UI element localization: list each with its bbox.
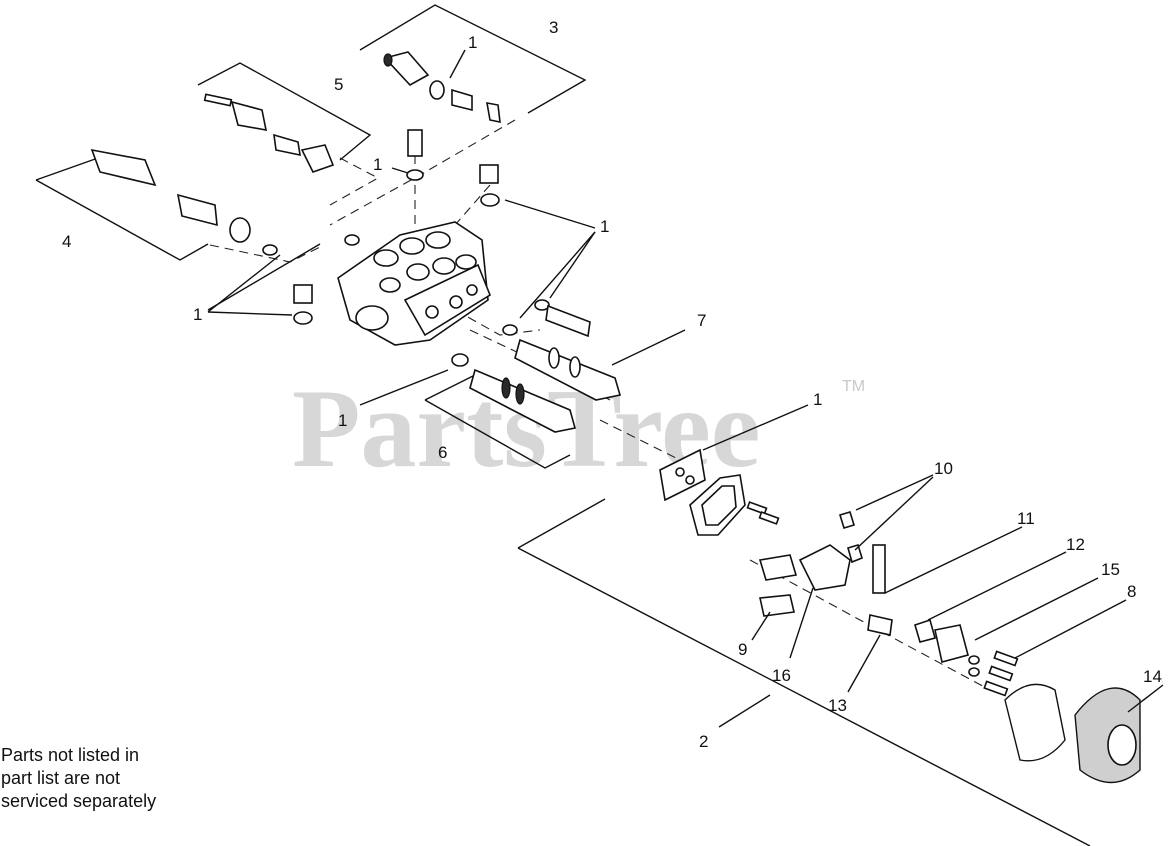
callout-13: 13 bbox=[828, 696, 847, 715]
callout-1-right-orings: 1 bbox=[600, 217, 609, 236]
callout-16: 16 bbox=[772, 666, 791, 685]
callout-4: 4 bbox=[62, 232, 71, 251]
callout-1-left-orings: 1 bbox=[193, 305, 202, 324]
callout-2: 2 bbox=[699, 732, 708, 751]
service-note: Parts not listed in part list are not se… bbox=[1, 744, 156, 813]
spool-7 bbox=[514, 338, 622, 401]
group-brackets bbox=[35, 4, 1091, 846]
watermark-trademark: TM bbox=[842, 378, 865, 395]
callout-1-middle: 1 bbox=[338, 411, 347, 430]
spool-assembly-4 bbox=[90, 148, 278, 256]
callout-8: 8 bbox=[1127, 582, 1136, 601]
callout-1-gasket: 1 bbox=[813, 390, 822, 409]
callout-9: 9 bbox=[738, 640, 747, 659]
service-note-line-2: part list are not bbox=[1, 768, 121, 788]
spool-6 bbox=[469, 368, 577, 433]
callout-1-top-spool: 1 bbox=[468, 33, 477, 52]
leader-lines bbox=[207, 49, 1164, 728]
callout-1-top-plug: 1 bbox=[373, 155, 382, 174]
callout-12: 12 bbox=[1066, 535, 1085, 554]
service-note-line-1: Parts not listed in bbox=[1, 745, 140, 765]
linkage-assembly bbox=[758, 511, 1019, 697]
spool-assembly-3 bbox=[383, 51, 501, 124]
valve-body bbox=[337, 221, 491, 346]
boot-and-ring bbox=[1004, 683, 1141, 784]
callout-7: 7 bbox=[697, 311, 706, 330]
plugs-and-orings bbox=[293, 129, 591, 367]
callout-5: 5 bbox=[334, 75, 343, 94]
service-note-line-3: serviced separately bbox=[1, 791, 157, 811]
spool-assembly-5 bbox=[203, 93, 335, 173]
callout-labels: 1 3 5 1 4 1 1 7 1 1 6 10 11 12 15 8 14 9… bbox=[62, 18, 1162, 751]
callout-11: 11 bbox=[1017, 509, 1035, 528]
callout-10: 10 bbox=[934, 459, 953, 478]
callout-3: 3 bbox=[549, 18, 558, 37]
gasket-and-cover bbox=[659, 448, 780, 536]
callout-15: 15 bbox=[1101, 560, 1120, 579]
callout-14: 14 bbox=[1143, 667, 1162, 686]
callout-6: 6 bbox=[438, 443, 447, 462]
